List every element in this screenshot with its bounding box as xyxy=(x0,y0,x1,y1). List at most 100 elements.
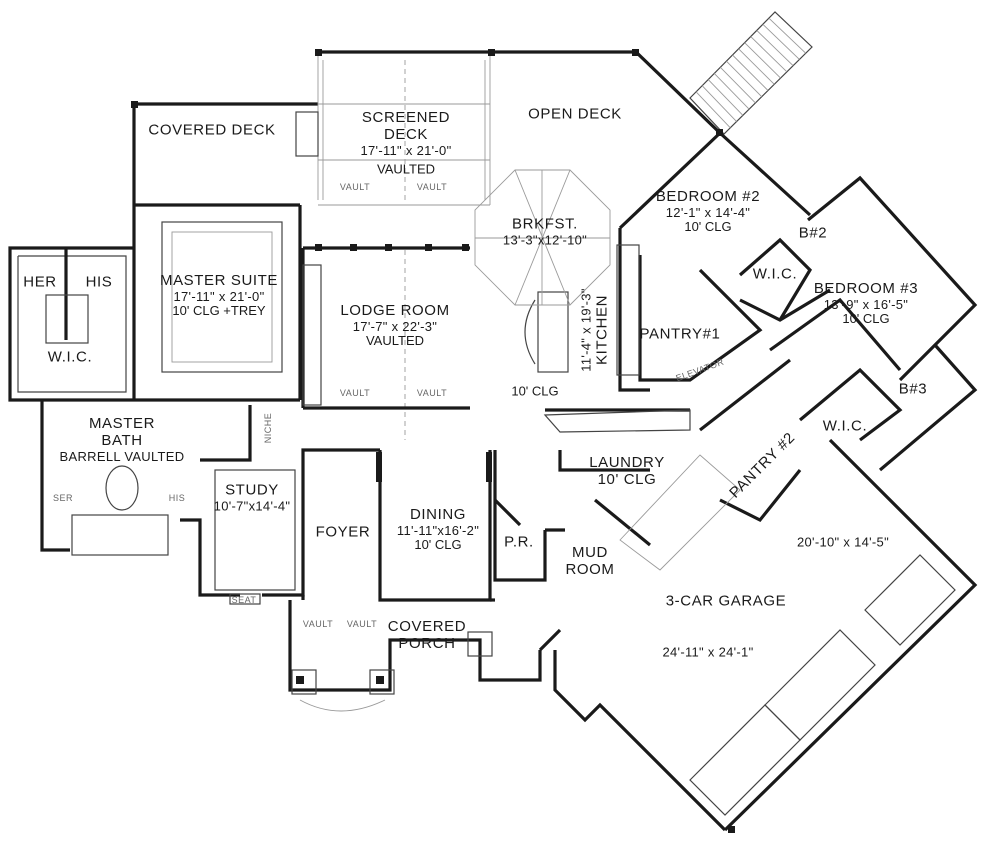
room-label-master-bath: MASTER BATH BARRELL VAULTED xyxy=(59,414,185,464)
note-ser: SER xyxy=(53,493,73,503)
room-name: KITCHEN xyxy=(592,294,610,366)
room-name: BEDROOM #3 xyxy=(813,280,919,298)
note-vault-left: VAULT xyxy=(340,182,370,192)
stair-tread xyxy=(732,54,769,91)
vault-note: VAULT xyxy=(346,618,378,629)
room-name-line2: PORCH xyxy=(398,635,456,652)
room-name: HIS xyxy=(85,273,113,291)
note-seat: SEAT xyxy=(232,595,257,605)
room-label-covered-porch: COVERED PORCH xyxy=(388,618,466,653)
room-label-bath-3: B#3 xyxy=(898,380,928,399)
room-name: PANTRY#1 xyxy=(639,325,721,343)
note-vault-left-lodge: VAULT xyxy=(340,388,370,398)
room-label-garage-dims: 24'-11" x 24'-1" xyxy=(662,645,753,661)
room-dims: 12'-1" x 14'-4" xyxy=(665,204,751,220)
room-name: BRKFST. xyxy=(512,215,578,233)
room-label-kitchen-clg: 10' CLG xyxy=(511,384,558,400)
stair-tread xyxy=(707,79,744,116)
room-label-lodge-room: LODGE ROOM 17'-7" x 22'-3" VAULTED xyxy=(340,302,450,349)
room-label-open-deck: OPEN DECK xyxy=(528,105,622,124)
vault-note: VAULT xyxy=(416,181,448,192)
room-label-niche: NICHE xyxy=(263,413,273,444)
stair-tread xyxy=(713,73,750,110)
vault-note: VAULT xyxy=(339,181,371,192)
room-note: VAULTED xyxy=(376,161,436,177)
room-label-study: STUDY 10'-7"x14'-4" xyxy=(214,482,291,513)
room-dims: 13'-9" x 16'-5" xyxy=(823,296,909,312)
room-label-pantry-1: PANTRY#1 xyxy=(639,325,721,344)
room-label-wic-master: W.I.C. xyxy=(48,349,92,367)
room-label-foyer: FOYER xyxy=(316,524,371,542)
stair-tread xyxy=(738,48,775,85)
room-dims: 13'-3"x12'-10" xyxy=(502,232,588,248)
room-label-screened-deck: SCREENED DECK 17'-11" x 21'-0" xyxy=(360,109,452,158)
room-name: W.I.C. xyxy=(752,265,798,283)
room-name: MUD xyxy=(572,544,608,562)
room-name: DINING xyxy=(409,506,467,524)
room-note: 10' CLG xyxy=(842,311,890,327)
room-label-master-suite: MASTER SUITE 17'-11" x 21'-0" 10' CLG +T… xyxy=(159,272,279,319)
room-name: NICHE xyxy=(262,412,273,444)
note-vault-porch-right: VAULT xyxy=(347,619,377,629)
room-note: 10' CLG xyxy=(684,219,732,235)
room-name: W.I.C. xyxy=(822,417,868,435)
room-label-brkfst: BRKFST. 13'-3"x12'-10" xyxy=(503,216,587,247)
room-name: MASTER xyxy=(88,414,156,432)
stair-tread xyxy=(720,66,756,104)
note-vault-right: VAULT xyxy=(417,182,447,192)
room-label-bedroom-3: BEDROOM #3 13'-9" x 16'-5" 10' CLG xyxy=(813,280,919,327)
stair-tread xyxy=(762,23,800,60)
room-dims: 17'-7" x 22'-3" xyxy=(352,318,438,334)
room-name-line2: ROOM xyxy=(565,561,615,578)
room-label-bedroom-2: BEDROOM #2 12'-1" x 14'-4" 10' CLG xyxy=(655,188,761,235)
room-label-mud-room: MUD ROOM xyxy=(565,544,615,579)
note-vault-right-lodge: VAULT xyxy=(417,388,447,398)
room-label-pr: P.R. xyxy=(504,533,534,552)
room-label-wic-2: W.I.C. xyxy=(752,265,798,284)
room-name: P.R. xyxy=(504,533,534,551)
room-name: MASTER SUITE xyxy=(159,272,279,290)
stair-tread xyxy=(744,42,781,79)
room-dims: 17'-11" x 21'-0" xyxy=(360,142,452,158)
room-label-garage-bay: 20'-10" x 14'-5" xyxy=(797,534,889,551)
stair-tread xyxy=(756,30,794,66)
room-label-wic-3: W.I.C. xyxy=(822,417,868,436)
room-note: 10' CLG xyxy=(597,471,657,488)
room-note: BARRELL VAULTED xyxy=(59,448,185,464)
room-note-screened-deck: VAULTED xyxy=(376,161,436,178)
vault-note: VAULT xyxy=(416,387,448,398)
interior-fixtures xyxy=(45,111,956,816)
room-label-her: HER xyxy=(23,274,56,292)
room-note: VAULTED xyxy=(365,333,425,349)
room-name: LAUNDRY xyxy=(589,454,665,472)
room-dims: 11'-11"x16'-2" xyxy=(396,522,480,538)
room-label-bath-2: B#2 xyxy=(798,224,828,243)
room-name: B#2 xyxy=(798,224,828,242)
seat-note: SEAT xyxy=(231,594,257,605)
room-label-kitchen: 11'-4" x 19'-3" KITCHEN xyxy=(578,288,610,372)
room-label-covered-deck: COVERED DECK xyxy=(148,121,276,140)
room-name: COVERED DECK xyxy=(148,121,276,139)
room-name: OPEN DECK xyxy=(528,105,622,123)
room-name-line2: BATH xyxy=(101,431,143,449)
room-name: LODGE ROOM xyxy=(340,302,450,320)
exterior-stair xyxy=(689,11,813,135)
room-name: 3-CAR GARAGE xyxy=(665,592,787,610)
room-dims: 10'-7"x14'-4" xyxy=(213,498,291,514)
room-name: BEDROOM #2 xyxy=(655,188,761,206)
room-dims: 17'-11" x 21'-0" xyxy=(173,288,265,304)
stair-tread xyxy=(726,60,763,98)
note-vault-porch-left: VAULT xyxy=(303,619,333,629)
room-dims: 11'-4" x 19'-3" xyxy=(578,288,594,372)
stair-tread xyxy=(750,36,788,73)
room-name: B#3 xyxy=(898,380,928,398)
exterior-walls xyxy=(8,130,978,832)
ser-note: SER xyxy=(52,492,74,503)
stair-tread xyxy=(701,85,737,122)
note-his-small: HIS xyxy=(169,493,186,503)
vault-note: VAULT xyxy=(302,618,334,629)
his-note: HIS xyxy=(168,492,186,503)
room-dims: 20'-10" x 14'-5" xyxy=(797,534,889,550)
posts xyxy=(131,49,735,833)
